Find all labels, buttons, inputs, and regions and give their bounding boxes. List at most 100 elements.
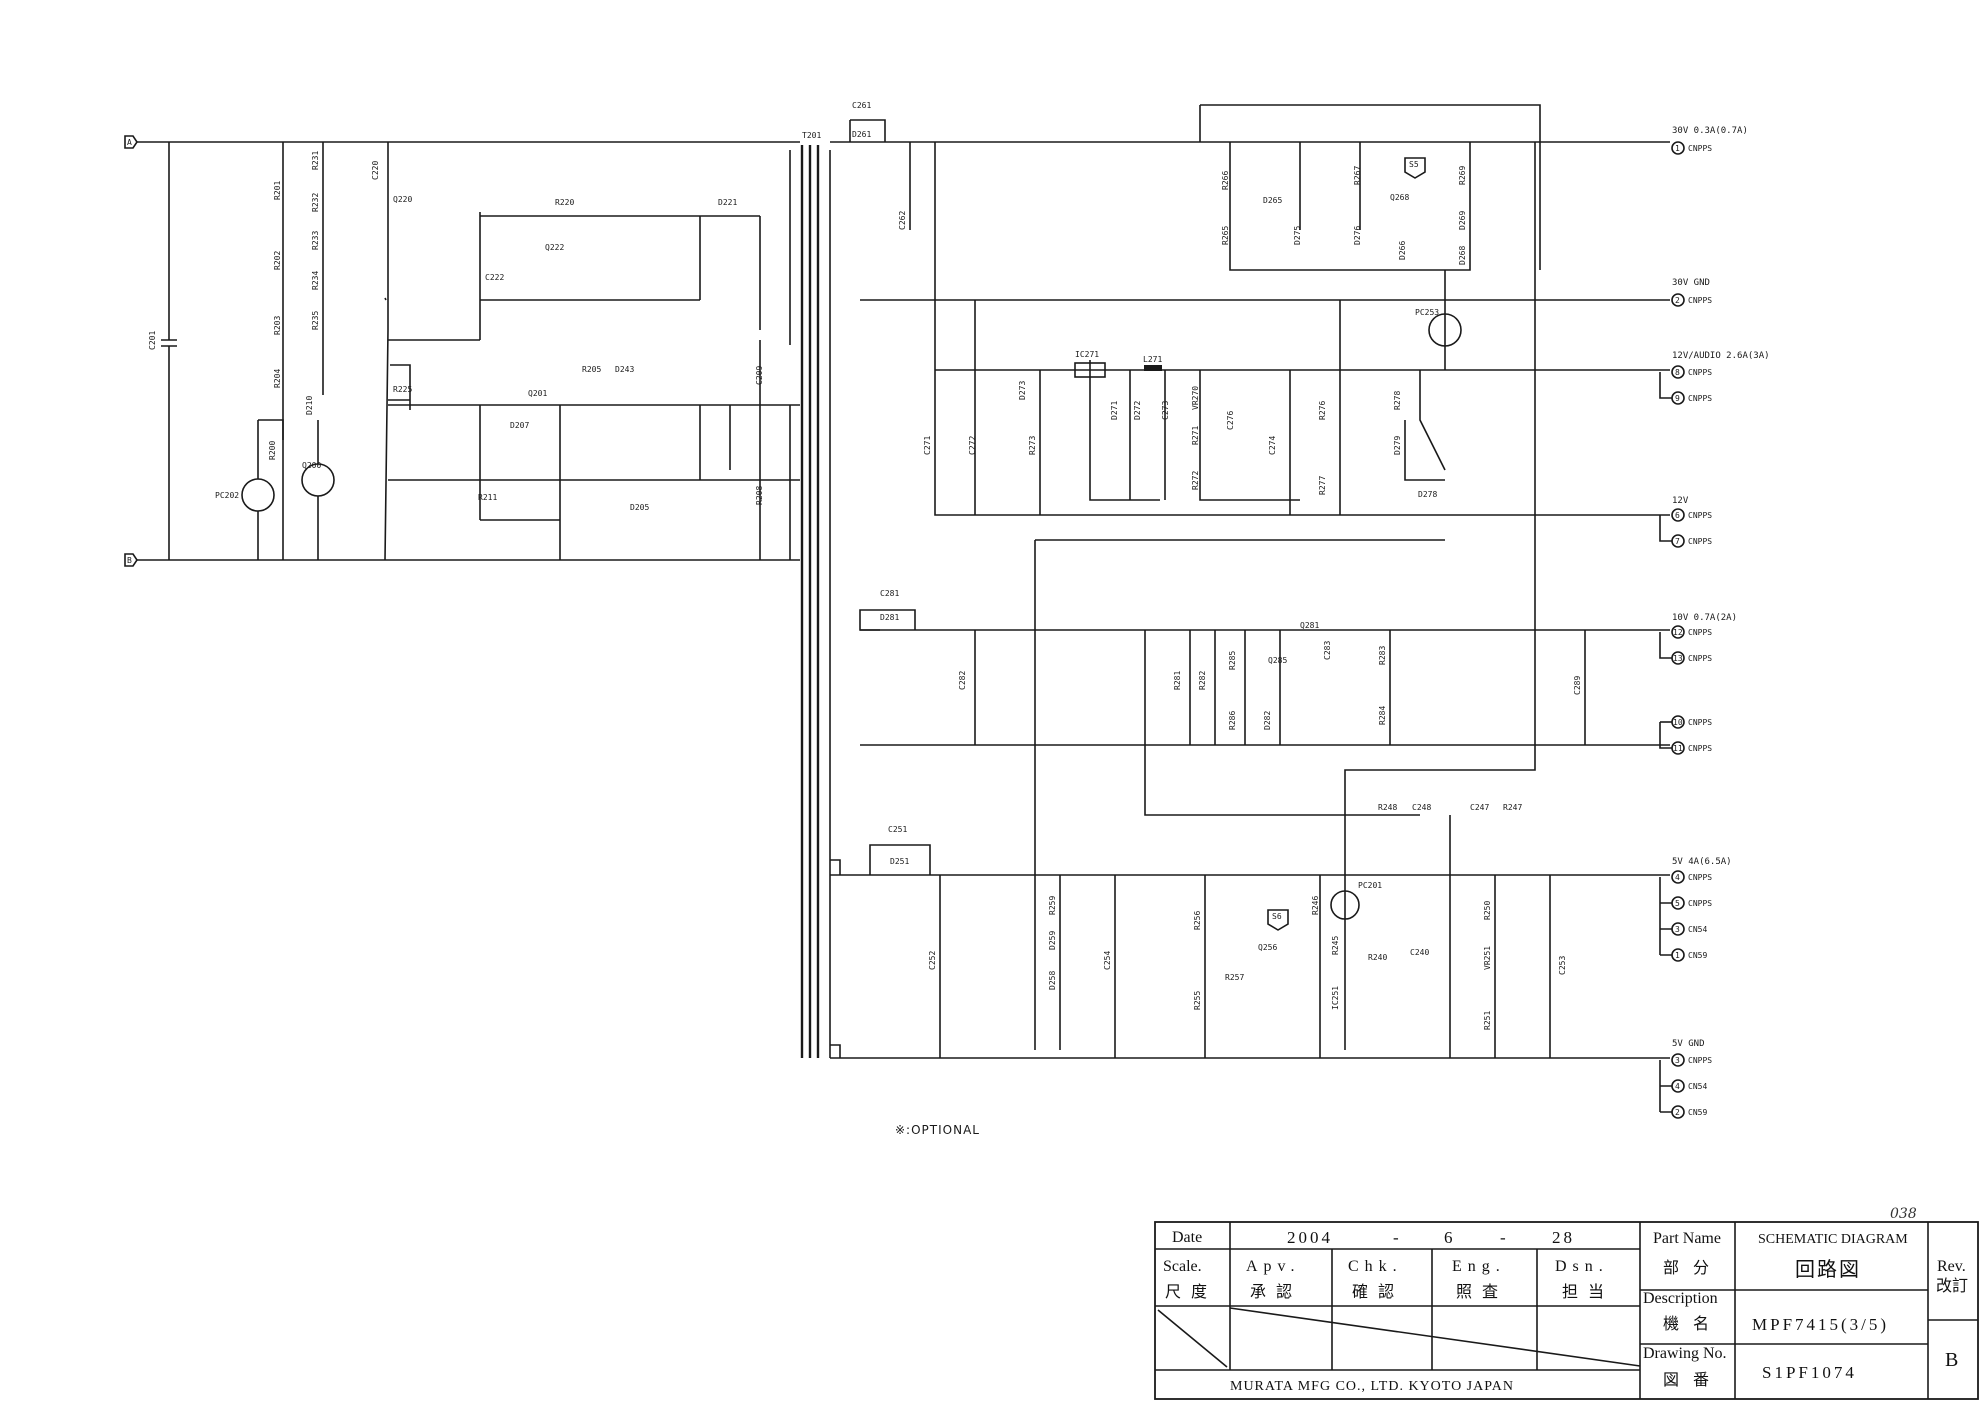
pin-10v-13-conn: CNPPS [1688,654,1712,663]
pin-5v-5-num: 5 [1675,899,1680,908]
date-day: 28 [1552,1228,1575,1247]
comp-ic271: IC271 [1075,350,1099,359]
comp-r282: R282 [1198,671,1207,690]
pin-30vgnd-2-num: 2 [1675,296,1680,305]
description-label: Description [1643,1290,1718,1307]
comp-q222: C222 [485,273,504,282]
comp-d265: D265 [1263,196,1282,205]
input-a-label: A [127,138,132,147]
comp-c274: C274 [1268,436,1277,455]
page-mark: 038 [1890,1206,1917,1222]
comp-r284: R284 [1378,706,1387,725]
output-10v-circuit: C281 D281 C282 R281 R282 R285 R286 D282 … [859,142,1670,1050]
pin-12va-8-num: 8 [1675,368,1680,377]
comp-d281: D281 [880,613,899,622]
comp-c253: C253 [1558,956,1567,975]
primary-circuit: A B T [124,131,831,1058]
pin-5v-3-conn: CN54 [1688,925,1707,934]
comp-r272: R272 [1191,471,1200,490]
pin-5vgnd-2-num: 2 [1675,1108,1680,1117]
comp-pc201-primary: D207 [510,421,529,430]
output-5v-circuit: C251 D251 C252 R259 D259 D258 C254 R256 … [830,815,1670,1059]
pin-30v-1-num: 1 [1675,144,1680,153]
comp-d259: D259 [1048,931,1057,950]
comp-q256: Q256 [1258,943,1277,952]
comp-pc201-secondary: PC201 [1358,881,1382,890]
dsn-label: Dsn. [1555,1258,1609,1275]
eng-label: Eng. [1452,1258,1506,1275]
comp-d275: D275 [1293,226,1302,245]
pin-5v-3-num: 3 [1675,925,1680,934]
scale-label: Scale. [1163,1258,1202,1275]
comp-c210: Q201 [528,389,547,398]
comp-d272: D272 [1133,401,1142,420]
comp-d269: D269 [1458,211,1467,230]
comp-c252: C252 [928,951,937,970]
comp-c221: D221 [718,198,737,207]
pin-10v-12-conn: CNPPS [1688,628,1712,637]
comp-vr251: VR251 [1483,946,1492,970]
apv-label: Apv. [1246,1258,1301,1275]
part-name-value-jp: 回路図 [1795,1258,1861,1281]
rev-value: B [1945,1349,1958,1371]
rev-label: Rev. [1937,1258,1966,1275]
comp-r256: R256 [1193,911,1202,930]
output-label-30v-gnd: 30V GND [1672,278,1710,288]
comp-c281: C281 [880,589,899,598]
pin-5vgnd-4-num: 4 [1675,1082,1680,1091]
comp-r278: R278 [1393,391,1402,410]
comp-s6: S6 [1272,912,1282,921]
comp-r277: R277 [1318,476,1327,495]
rev-label-jp: 改訂 [1936,1277,1968,1295]
output-label-12v-audio: 12V/AUDIO 2.6A(3A) [1672,351,1770,361]
comp-c271: C271 [923,436,932,455]
title-block: Date 2004 - 6 - 28 Scale. 尺度 Apv. 承認 Chk… [1154,1221,1979,1400]
comp-r250: R250 [1483,901,1492,920]
comp-c272: C272 [968,436,977,455]
pin-30vgnd-2-conn: CNPPS [1688,296,1712,305]
comp-ic251: IC251 [1331,986,1340,1010]
comp-r255: R255 [1193,991,1202,1010]
comp-r240: R240 [1368,953,1387,962]
pin-10v-10-num: 10 [1673,718,1683,727]
comp-q268: Q268 [1390,193,1409,202]
part-name-label-jp: 部分 [1663,1259,1723,1277]
comp-c262: C262 [898,211,907,230]
comp-r231: R231 [311,151,320,170]
comp-d278: D278 [1418,490,1437,499]
chk-label: Chk. [1348,1258,1403,1275]
comp-r265: R265 [1221,226,1230,245]
comp-bead201: R208 [755,486,764,505]
comp-c276: C276 [1226,411,1235,430]
comp-r221: R220 [555,198,574,207]
comp-q201: R225 [393,385,412,394]
pin-5v-4-conn: CNPPS [1688,873,1712,882]
pin-5vgnd-3-conn: CNPPS [1688,1056,1712,1065]
output-label-5v: 5V 4A(6.5A) [1672,857,1732,867]
scale-label-jp: 尺度 [1165,1283,1217,1301]
part-name-label: Part Name [1653,1230,1721,1247]
input-b-label: B [127,556,132,565]
company-name: MURATA MFG CO., LTD. KYOTO JAPAN [1230,1379,1514,1394]
input-terminal-b: B [124,553,138,567]
date-sep-1: - [1393,1228,1402,1247]
output-12v-circuit: IC271 L271 C271 C272 D273 R273 D271 D272… [923,142,1670,516]
comp-vr270: VR270 [1191,386,1200,410]
comp-r245: R245 [1331,936,1340,955]
pin-10v-11-conn: CNPPS [1688,744,1712,753]
pin-10v-10-conn: CNPPS [1688,718,1712,727]
dsn-label-jp: 担当 [1562,1283,1614,1301]
pin-10v-13-num: 13 [1673,654,1683,663]
comp-r200: R200 [268,441,277,460]
comp-d273: D273 [1018,381,1027,400]
comp-r232: R232 [311,193,320,212]
output-label-12v: 12V [1672,496,1689,506]
pin-5v-1-conn: CN59 [1688,951,1707,960]
pin-12va-9-num: 9 [1675,394,1680,403]
comp-c220: C220 [371,161,380,180]
comp-d268: D268 [1458,246,1467,265]
comp-r269: R269 [1458,166,1467,185]
apv-label-jp: 承認 [1250,1283,1302,1301]
comp-c201: C201 [148,331,157,350]
